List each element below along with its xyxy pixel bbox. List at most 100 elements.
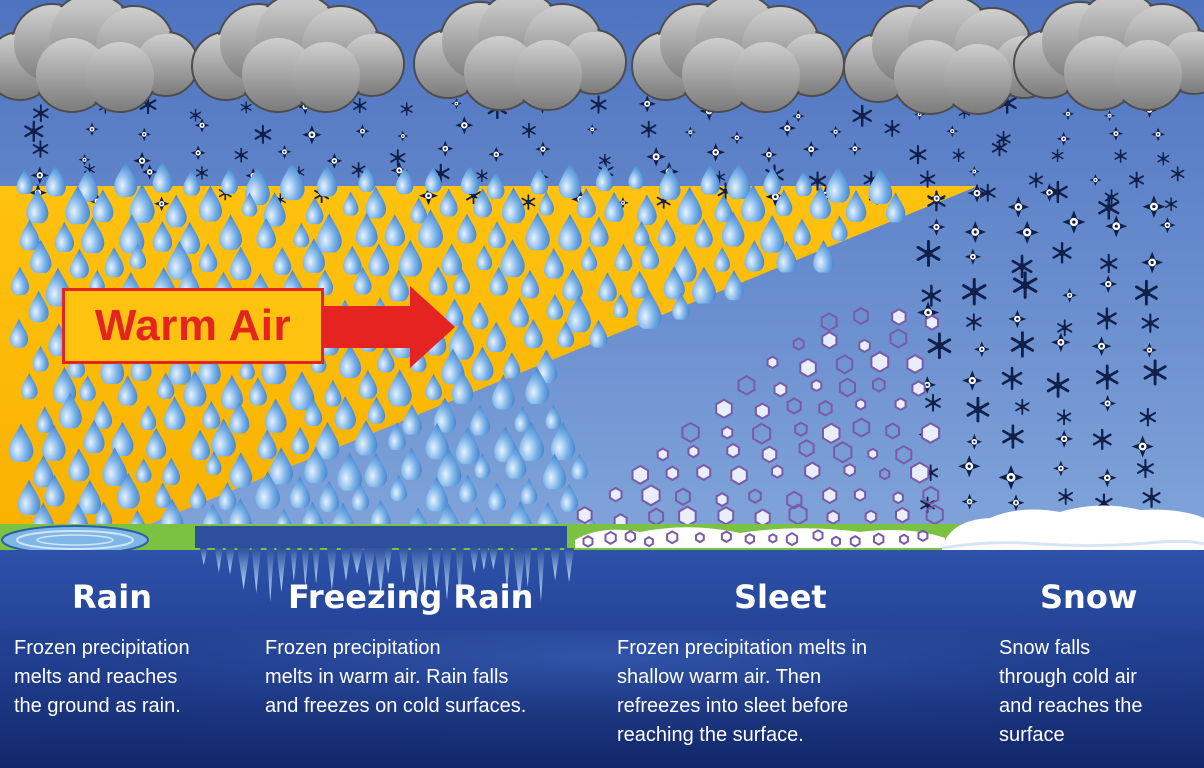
sleet-pellet-icon: [849, 535, 861, 548]
sleet-pellet-icon: [852, 417, 871, 438]
sleet-pellet-icon: [810, 378, 823, 393]
icicle-icon: [340, 548, 352, 581]
sleet-pellet-icon: [798, 439, 815, 458]
sleet-pellet-icon: [766, 355, 779, 370]
sleet-pellet-icon: [873, 532, 885, 546]
sleet-pellet-icon: [906, 353, 924, 374]
sleet-pellet-icon: [872, 376, 886, 393]
icicle-icon: [225, 548, 235, 575]
sleet-pellet-icon: [771, 464, 784, 479]
sleet-pellet-icon: [744, 533, 755, 545]
icicle-icon: [363, 548, 376, 587]
sleet-pellet-icon: [799, 357, 817, 378]
icicle-icon: [488, 548, 499, 570]
sleet-pellet-icon: [726, 442, 740, 459]
cloud-icon: [0, 0, 199, 113]
sleet-pellet-icon: [794, 421, 808, 437]
sleet-pellet-icon: [644, 536, 654, 548]
icicle-icon: [266, 548, 275, 603]
icicle-icon: [374, 548, 387, 596]
icicle-icon: [420, 548, 429, 595]
sleet-pellet-icon: [752, 422, 772, 445]
sleet-pellet-icon: [924, 314, 939, 331]
icicle-icon: [479, 548, 489, 570]
sleet-pellet-icon: [899, 533, 909, 545]
zone-description-rain: Frozen precipitation melts and reaches t…: [14, 634, 190, 721]
description-line: Frozen precipitation: [265, 637, 441, 659]
icicle-icon: [237, 548, 250, 590]
sleet-pellet-icon: [715, 398, 733, 419]
description-line: Frozen precipitation melts in: [617, 637, 868, 659]
icicle-icon: [312, 548, 320, 584]
sleet-pellet-icon: [895, 506, 910, 524]
sleet-pellet-icon: [855, 397, 867, 411]
sleet-pellet-icon: [843, 462, 856, 478]
icicle-icon: [290, 548, 298, 582]
sleet-pellet-icon: [754, 402, 770, 420]
zone-title-rain: Rain: [72, 578, 152, 616]
zone-description-freezing-rain: Frozen precipitation melts in warm air. …: [265, 634, 526, 721]
description-line: shallow warm air. Then: [617, 666, 822, 688]
sleet-pellet-icon: [792, 337, 805, 351]
sleet-pellet-icon: [737, 375, 756, 396]
icicle-icon: [301, 548, 310, 587]
sleet-pellet-icon: [773, 381, 788, 398]
sleet-pellet-icon: [804, 461, 821, 481]
sleet-pellet-icon: [786, 397, 802, 415]
warm-air-label: Warm Air: [62, 288, 324, 364]
sleet-pellet-icon: [821, 330, 838, 350]
warm-air-label-text: Warm Air: [94, 301, 292, 350]
icicle-icon: [200, 548, 208, 566]
sleet-pellet-icon: [624, 529, 637, 544]
sleet-pellet-icon: [715, 492, 729, 508]
description-line: through cold air: [999, 666, 1137, 688]
sleet-pellet-icon: [858, 338, 871, 354]
zone-title-freezing-rain: Freezing Rain: [288, 578, 534, 616]
icicle-icon: [455, 548, 464, 604]
sleet-pellet-icon: [853, 487, 867, 502]
icicle-icon: [350, 548, 364, 575]
sleet-pellet-icon: [892, 491, 904, 505]
sleet-pellet-icon: [582, 535, 594, 548]
icicle-icon: [564, 548, 575, 583]
sleet-pellet-icon: [833, 441, 853, 464]
cloud-icon: [1013, 0, 1204, 111]
sleet-pellet-icon: [822, 422, 841, 445]
sleet-pellet-icon: [822, 486, 838, 505]
icicle-icon: [503, 548, 511, 588]
sleet-pellet-icon: [696, 463, 712, 481]
description-line: the ground as rain.: [14, 695, 181, 717]
cloud-icon: [843, 0, 1057, 115]
icicle-icon: [550, 548, 561, 581]
sleet-pellet-icon: [812, 529, 824, 542]
icicle-icon: [276, 548, 287, 593]
zone-title-sleet: Sleet: [734, 578, 827, 616]
description-line: Frozen precipitation: [14, 637, 190, 659]
sleet-pellet-icon: [895, 444, 913, 465]
description-line: refreezes into sleet before: [617, 695, 849, 717]
icicle-icon: [536, 548, 545, 602]
description-line: melts and reaches: [14, 666, 178, 688]
sleet-pellet-icon: [826, 509, 840, 525]
sleet-pellet-icon: [721, 425, 734, 440]
sleet-pellet-icon: [853, 306, 869, 326]
icicle-icon: [442, 548, 452, 601]
sleet-pellet-icon: [641, 484, 661, 507]
sleet-pellet-icon: [576, 505, 593, 525]
sleet-pellet-icon: [665, 465, 680, 482]
sleet-pellet-icon: [604, 530, 617, 545]
sleet-pellet-icon: [754, 508, 771, 528]
sleet-pellet-icon: [889, 328, 908, 349]
icicle-icon: [410, 548, 424, 599]
description-line: reaching the surface.: [617, 724, 804, 746]
sleet-pellet-icon: [885, 422, 900, 440]
sleet-pellet-icon: [681, 421, 700, 444]
sleet-pellet-icon: [717, 506, 735, 526]
sleet-pellet-icon: [761, 445, 778, 464]
sleet-pellet-icon: [687, 444, 700, 459]
cloud-icon: [631, 0, 845, 113]
sleet-pellet-icon: [820, 312, 838, 332]
icicle-icon: [513, 548, 526, 602]
sleet-pellet-icon: [921, 422, 941, 444]
sleet-pellet-icon: [818, 399, 833, 417]
